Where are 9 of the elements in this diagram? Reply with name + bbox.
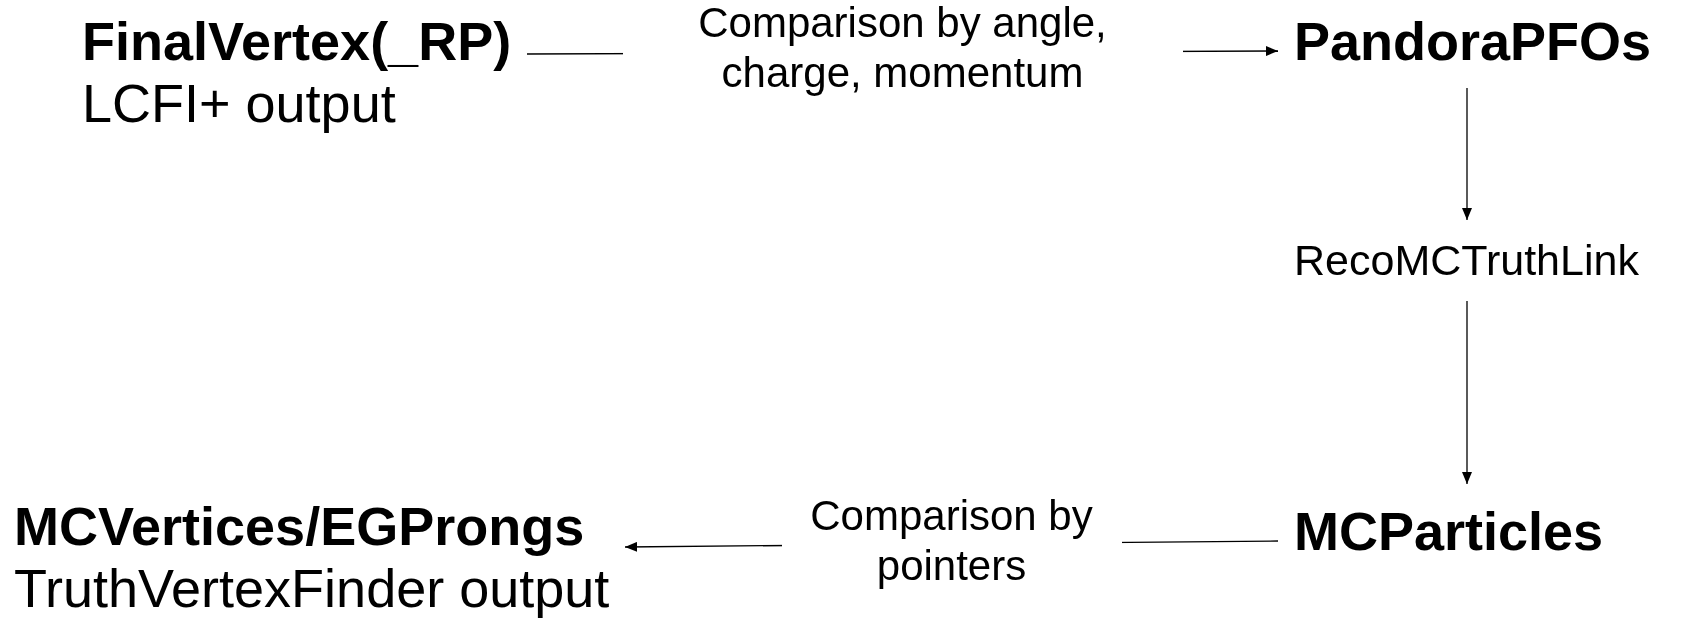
node-title: MCParticles bbox=[1294, 500, 1604, 563]
node-title: MCVertices/EGProngs bbox=[14, 495, 586, 558]
node-subtitle: LCFI+ output bbox=[82, 72, 397, 135]
node-subtitle: TruthVertexFinder output bbox=[14, 557, 610, 620]
arrow bbox=[1462, 300, 1472, 485]
node-title: PandoraPFOs bbox=[1294, 10, 1652, 73]
arrow bbox=[1462, 87, 1472, 221]
node-title: FinalVertex(_RP) bbox=[82, 10, 512, 73]
node-title: RecoMCTruthLink bbox=[1294, 236, 1639, 286]
